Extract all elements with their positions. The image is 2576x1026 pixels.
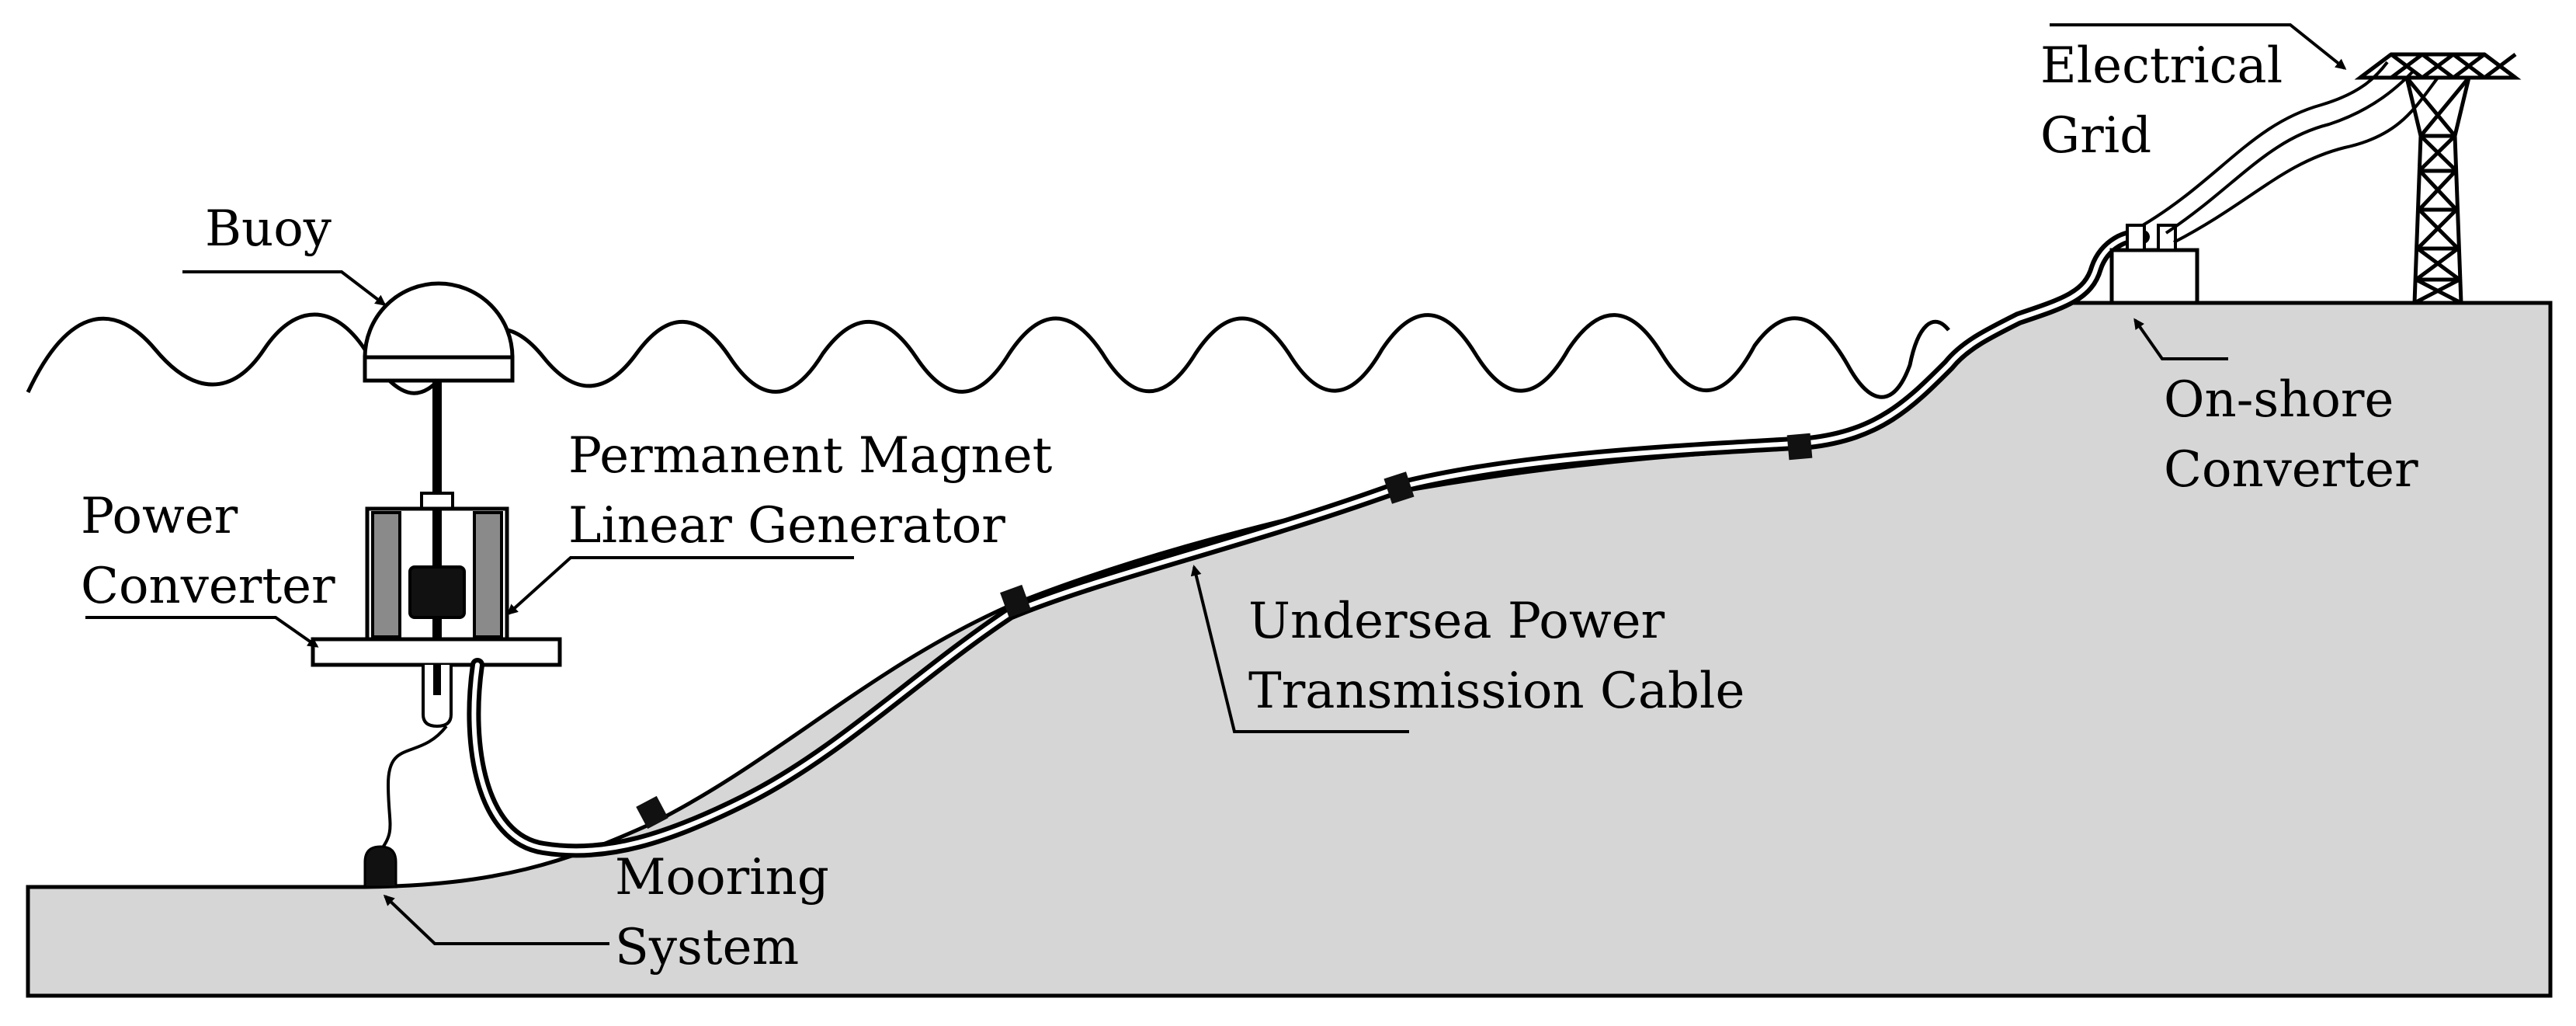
buoy-dome <box>363 281 515 360</box>
undersea-cable-label-line-2: Transmission Cable <box>1248 663 1745 720</box>
cable-joint-1 <box>636 795 668 829</box>
mooring-anchor <box>363 845 398 889</box>
grid-line-1 <box>2165 68 2416 235</box>
generator-label-line-2: Linear Generator <box>568 497 1005 555</box>
generator-label-line-1: Permanent Magnet <box>568 427 1053 485</box>
stator-coil-right <box>473 511 503 638</box>
onshore-converter-label-line-2: Converter <box>2164 441 2418 499</box>
electrical-grid-label-line-1: Electrical <box>2040 37 2283 95</box>
power-converter-leader-arrow <box>85 616 319 648</box>
mooring-system-label-line-1: Mooring <box>615 849 829 906</box>
electrical-grid-label: Electrical Grid <box>2040 31 2283 171</box>
power-converter-platform <box>311 637 562 667</box>
generator-label: Permanent Magnet Linear Generator <box>568 421 1052 561</box>
cable-joint-3 <box>1383 471 1415 504</box>
buoy-label-line-1: Buoy <box>205 200 332 258</box>
mooring-line <box>379 725 448 852</box>
cable-leader-arrow <box>1190 565 1409 733</box>
stator-coil-left <box>371 511 401 638</box>
mooring-system-label: Mooring System <box>615 843 829 983</box>
onshore-converter-label-line-1: On-shore <box>2164 371 2394 429</box>
transmission-tower <box>2354 52 2522 305</box>
onshore-leader-arrow <box>2133 318 2228 360</box>
generator-leader-arrow <box>506 556 854 616</box>
power-converter-label: Power Converter <box>81 482 335 621</box>
onshore-converter-label: On-shore Converter <box>2164 365 2418 505</box>
buoy-base <box>363 355 515 383</box>
onshore-terminal-left <box>2126 224 2146 252</box>
undersea-cable-core <box>471 234 2145 854</box>
ocean-wave-line <box>26 312 1950 399</box>
cable-joint-2 <box>1000 584 1031 618</box>
cable-joint-4 <box>1786 433 1813 461</box>
power-converter-label-line-2: Converter <box>81 558 335 615</box>
grid-line-3 <box>2141 61 2389 227</box>
onshore-converter-box <box>2109 248 2199 305</box>
undersea-cable-label: Undersea Power Transmission Cable <box>1248 586 1745 726</box>
buoy-leader-arrow <box>182 270 387 306</box>
electrical-grid-label-line-2: Grid <box>2040 107 2152 165</box>
undersea-cable-label-line-1: Undersea Power <box>1248 593 1665 650</box>
generator-top-cap <box>420 492 454 510</box>
mooring-system-label-line-2: System <box>615 919 800 976</box>
permanent-magnet-translator <box>408 565 466 619</box>
mooring-leader-arrow <box>383 894 609 945</box>
grid-leader-arrow <box>2050 23 2347 70</box>
buoy-label: Buoy <box>205 194 332 264</box>
power-converter-label-line-1: Power <box>81 488 238 545</box>
shaft-guide-tube <box>422 665 453 729</box>
